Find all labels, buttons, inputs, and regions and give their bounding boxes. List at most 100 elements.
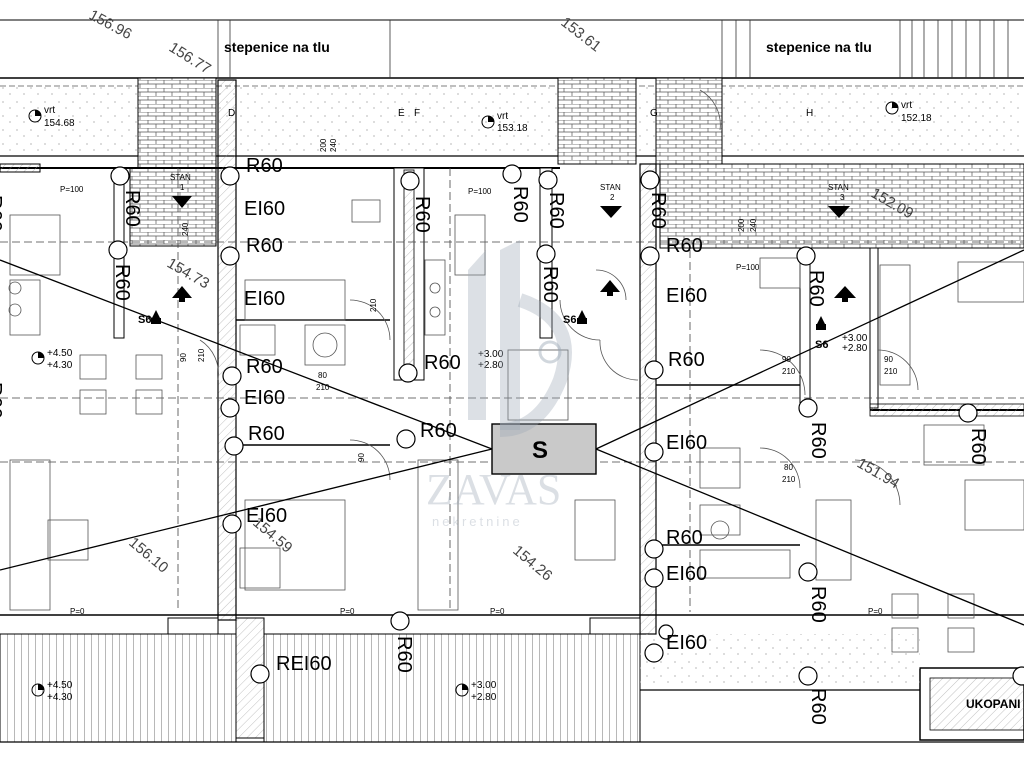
dim-240-1: 240: [329, 138, 338, 152]
dim-80-1: 80: [318, 371, 327, 380]
stairs-band: stepenice na tlu stepenice na tlu: [0, 19, 1024, 79]
unit-marker-1: STAN 1: [170, 173, 192, 302]
r60-label-14: R60: [539, 266, 561, 303]
level-b-top-3: +3.00: [471, 680, 497, 691]
contour-9: 154.26: [509, 542, 555, 585]
garden-level-1: vrt 154.68: [28, 105, 75, 129]
r60-label-7: R60: [248, 423, 285, 445]
ei60-label-6: EI60: [666, 432, 707, 454]
r60-label-12: R60: [509, 186, 531, 223]
garden-level-value-3: 152.18: [901, 113, 932, 124]
ei60-label-7: EI60: [666, 563, 707, 585]
s6-label-2: S6: [563, 314, 576, 326]
axis-d: D: [228, 108, 235, 119]
unit-marker-3: STAN 3: [828, 183, 856, 302]
ei60-label-3: EI60: [244, 387, 285, 409]
unit-number-3: 3: [840, 193, 845, 202]
axis-letters: D E F G H: [228, 108, 813, 119]
dim-240-2: 240: [749, 218, 758, 232]
s6-markers: S6 S6 S6: [138, 310, 828, 351]
dim-p100-3: P=100: [736, 263, 760, 272]
garden-word-1: vrt: [44, 105, 55, 116]
r60-label-23: R60: [967, 428, 989, 465]
garden-level-value-1: 154.68: [44, 118, 75, 129]
r60-label-20: R60: [807, 422, 829, 459]
dim-240-3: 240: [181, 222, 190, 236]
dim-210-4: 210: [782, 367, 796, 376]
watermark-sub: nekretnine: [432, 514, 523, 529]
level-a-bot-1: +4.30: [47, 360, 73, 371]
stair-treads-left: [217, 20, 391, 78]
level-b-bot-1: +2.80: [478, 360, 504, 371]
r60-label-5: R60: [246, 235, 283, 257]
dim-p100-2: P=100: [468, 187, 492, 196]
dim-200-1: 200: [319, 138, 328, 152]
ei60-label-8: EI60: [666, 632, 707, 654]
shaft-label: S: [532, 437, 548, 464]
garden-word-3: vrt: [901, 100, 912, 111]
contour-6: 151.94: [854, 455, 902, 493]
garden-level-2: vrt 153.18: [481, 111, 528, 134]
ei60-label-5: EI60: [666, 285, 707, 307]
contour-7: 156.10: [125, 534, 171, 577]
dim-210-1: 210: [197, 348, 206, 362]
axis-h: H: [806, 108, 813, 119]
dim-90-3: 90: [782, 355, 791, 364]
r60-label-11: R60: [393, 636, 415, 673]
stairs-label-right: stepenice na tlu: [766, 39, 872, 55]
ei60-label-1: EI60: [244, 198, 285, 220]
r60-label-6: R60: [246, 356, 283, 378]
watermark-brand: ZAVAS: [426, 465, 561, 514]
dim-210-2: 210: [369, 298, 378, 312]
unit-number-1: 1: [180, 183, 185, 192]
unit-word-1: STAN: [170, 173, 191, 182]
watermark-logo: ZAVAS nekretnine: [426, 240, 572, 529]
furniture: [8, 89, 1024, 653]
axis-g: G: [650, 108, 658, 119]
brick-walls: [129, 77, 1024, 249]
walls: [0, 79, 1024, 741]
garden-word-2: vrt: [497, 111, 508, 122]
r60-label-24: R60: [0, 382, 5, 419]
dim-90-1: 90: [179, 353, 188, 362]
r60-label-13: R60: [545, 192, 567, 229]
dim-90-4: 90: [884, 355, 893, 364]
s6-label-3: S6: [815, 339, 828, 351]
dim-80-2: 80: [784, 463, 793, 472]
r60-label-8: R60: [411, 196, 433, 233]
dim-p0-3: P=0: [490, 607, 505, 616]
garden-level-3: vrt 152.18: [885, 100, 932, 124]
stairs-label-left: stepenice na tlu: [224, 39, 330, 55]
section-lines: [0, 249, 1024, 626]
unit-marker-2: STAN 2: [600, 183, 622, 296]
dim-210-6: 210: [782, 475, 796, 484]
dim-p0-4: P=0: [868, 607, 883, 616]
axis-e: E: [398, 108, 405, 119]
dim-p0-1: P=0: [70, 607, 85, 616]
ei60-label-4: EI60: [246, 505, 287, 527]
dim-210-3: 210: [316, 383, 330, 392]
level-b-top-1: +3.00: [478, 349, 504, 360]
r60-label-9: R60: [424, 352, 461, 374]
r60-label-4: R60: [246, 155, 283, 177]
r60-label-22: R60: [807, 688, 829, 725]
column-markers: [108, 164, 1024, 686]
dim-p0-2: P=0: [340, 607, 355, 616]
level-a-bot-2: +4.30: [47, 692, 73, 703]
dimensions: 200 240 200 240 240 90 210 210 90 80 210…: [60, 138, 898, 616]
r60-label-21: R60: [807, 586, 829, 623]
r60-label-10: R60: [420, 420, 457, 442]
level-a-top-2: +4.50: [47, 680, 73, 691]
r60-label-1: R60: [0, 195, 5, 232]
balcony-decks: [0, 633, 1024, 743]
unit-word-3: STAN: [828, 183, 849, 192]
shaft-box: S: [491, 423, 597, 475]
rei60-label: REI60: [276, 653, 332, 675]
r60-label-19: R60: [805, 270, 827, 307]
axis-f: F: [414, 108, 420, 119]
r60-label-17: R60: [668, 349, 705, 371]
level-b-bot-2: +2.80: [842, 343, 868, 354]
r60-label-15: R60: [647, 192, 669, 229]
r60-label-18: R60: [666, 527, 703, 549]
